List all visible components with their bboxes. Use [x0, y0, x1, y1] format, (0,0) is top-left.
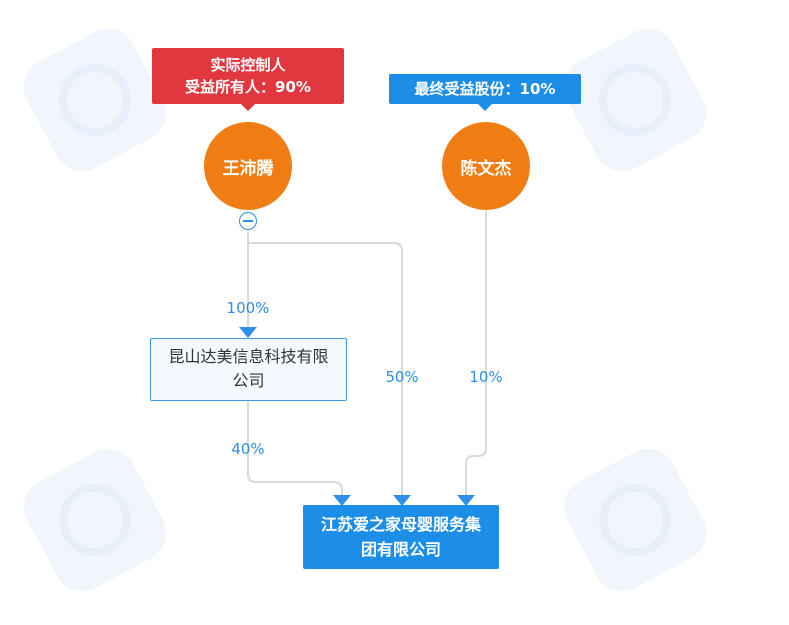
arrow-to-target-mid [393, 495, 411, 506]
beneficial-owner-label: 受益所有人：90% [185, 78, 311, 96]
person-name: 陈文杰 [460, 158, 512, 179]
ultimate-beneficial-share-tag: 最终受益股份：10% [389, 74, 581, 111]
company-node-target[interactable]: 江苏爱之家母婴服务集 团有限公司 [303, 505, 499, 569]
edge-wang-to-target [248, 242, 403, 496]
edge-chen-to-target [465, 210, 487, 496]
minus-circle-icon[interactable] [239, 212, 257, 230]
controller-label: 实际控制人 [210, 56, 286, 74]
edge-percent-100: 100% [226, 299, 270, 317]
edge-percent-10: 10% [469, 368, 503, 386]
company-node-kunshan[interactable]: 昆山达美信息科技有限 公司 [150, 338, 347, 401]
company-name-line: 江苏爱之家母婴服务集 [320, 515, 481, 534]
arrow-to-kunshan [239, 327, 257, 338]
company-name-line: 昆山达美信息科技有限 [168, 347, 329, 366]
person-node-wang[interactable]: 王沛腾 [204, 122, 292, 210]
person-node-chen[interactable]: 陈文杰 [442, 122, 530, 210]
person-name: 王沛腾 [222, 158, 274, 179]
actual-controller-tag: 实际控制人 受益所有人：90% [152, 48, 344, 111]
edge-kunshan-to-target [247, 400, 343, 496]
beneficial-share-label: 最终受益股份：10% [414, 80, 556, 98]
company-name-line: 团有限公司 [360, 540, 441, 559]
arrow-to-target-left [333, 495, 351, 506]
edge-percent-40: 40% [231, 440, 265, 458]
edge-percent-50: 50% [385, 368, 419, 386]
company-name-line: 公司 [232, 371, 265, 390]
arrow-to-target-right [457, 495, 475, 506]
